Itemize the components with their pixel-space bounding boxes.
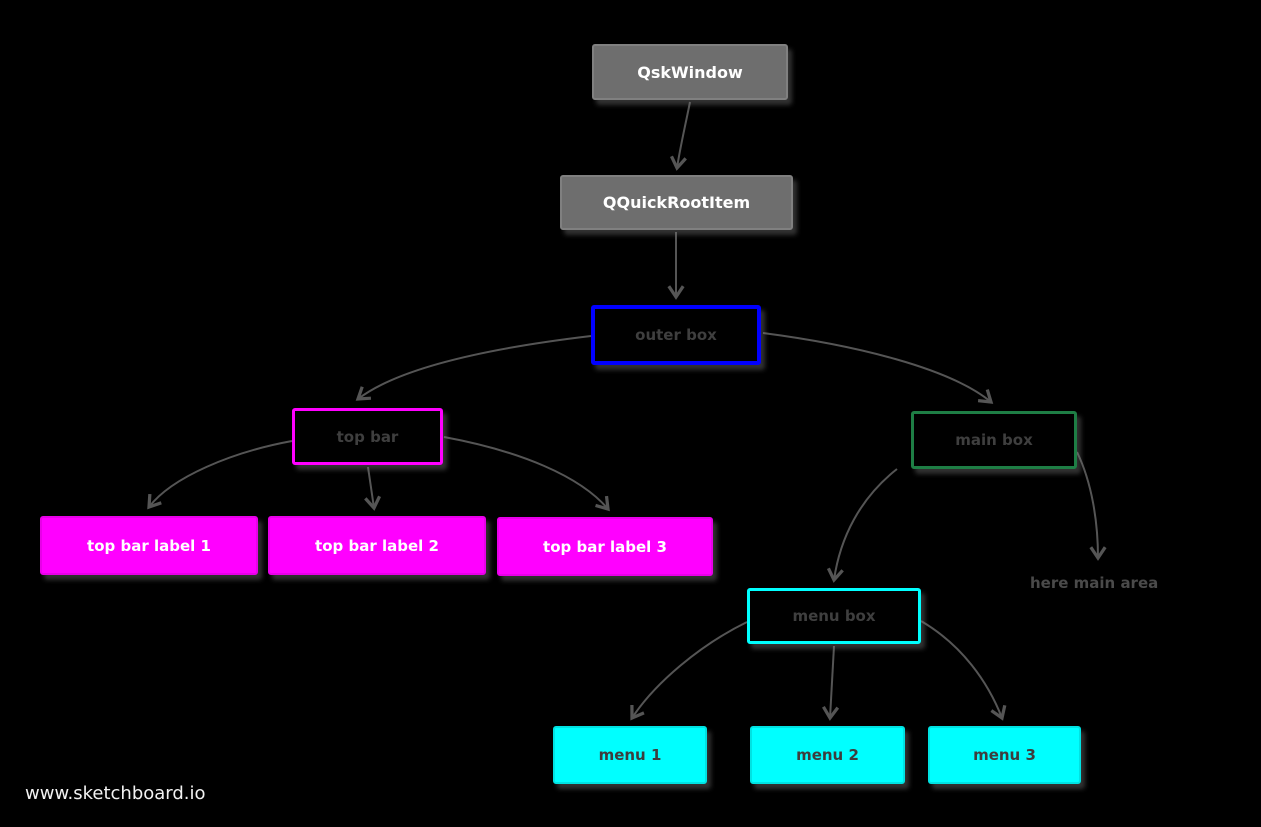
node-main-box[interactable]: main box: [911, 411, 1077, 469]
node-label: main box: [955, 431, 1033, 449]
arrow-topbar-to-label1: [147, 440, 293, 510]
node-label: menu 3: [973, 746, 1036, 764]
node-label: top bar label 3: [543, 537, 667, 556]
arrow-menubox-to-menu2: [822, 645, 840, 721]
node-label: top bar label 2: [315, 536, 439, 555]
node-menu-box[interactable]: menu box: [747, 588, 921, 644]
arrow-mainbox-to-menubox: [826, 468, 898, 583]
node-label: QskWindow: [637, 62, 743, 82]
arrow-topbar-to-label3: [443, 436, 610, 512]
sketchboard-watermark: www.sketchboard.io: [25, 783, 206, 804]
node-label: top bar label 1: [87, 536, 211, 555]
arrow-outerbox-to-topbar: [355, 335, 592, 401]
arrow-outerbox-to-mainbox: [762, 332, 994, 404]
node-menu-2[interactable]: menu 2: [750, 726, 905, 784]
node-menu-3[interactable]: menu 3: [928, 726, 1081, 784]
arrow-menubox-to-menu1: [630, 621, 748, 721]
annotation-here-main-area: here main area: [1030, 574, 1159, 592]
node-label: menu 1: [598, 746, 662, 764]
arrow-topbar-to-label2: [364, 466, 382, 511]
node-top-bar-label-1[interactable]: top bar label 1: [40, 516, 258, 575]
node-top-bar[interactable]: top bar: [292, 408, 443, 465]
node-label: outer box: [635, 326, 717, 344]
node-menu-1[interactable]: menu 1: [553, 726, 707, 784]
node-label: QQuickRootItem: [602, 193, 751, 212]
node-qskwindow[interactable]: QskWindow: [592, 44, 788, 100]
arrow-qskwindow-to-qquickrootitem: [670, 101, 691, 171]
arrow-menubox-to-menu3: [920, 620, 1007, 721]
node-label: top bar: [336, 427, 399, 446]
node-top-bar-label-2[interactable]: top bar label 2: [268, 516, 486, 575]
node-top-bar-label-3[interactable]: top bar label 3: [497, 517, 713, 576]
arrow-mainbox-to-heremainarea: [1076, 451, 1107, 561]
node-qquickrootitem[interactable]: QQuickRootItem: [560, 175, 793, 230]
node-label: menu 2: [796, 746, 859, 764]
node-label: menu box: [792, 607, 876, 625]
node-outer-box[interactable]: outer box: [591, 305, 761, 365]
